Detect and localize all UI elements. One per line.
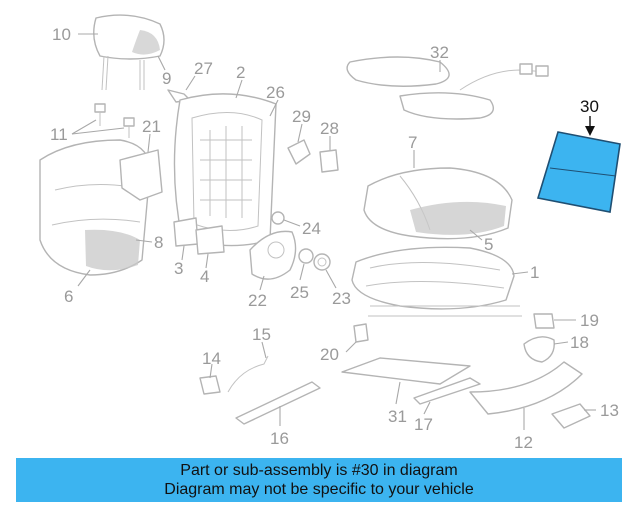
- callout-17: 17: [414, 415, 433, 434]
- callout-1: 1: [530, 263, 539, 282]
- part-knob-23: [313, 253, 331, 271]
- callout-28: 28: [320, 119, 339, 138]
- callout-23: 23: [332, 289, 351, 308]
- callout-13: 13: [600, 401, 619, 420]
- callout-labels: 10 9 27 2 26 32 30 11 21 29 28 7 8 6 3 4…: [50, 25, 619, 452]
- callout-19: 19: [580, 311, 599, 330]
- info-banner: Part or sub-assembly is #30 in diagram D…: [16, 458, 622, 502]
- callout-27: 27: [194, 59, 213, 78]
- callout-18: 18: [570, 333, 589, 352]
- parts-diagram: 10 9 27 2 26 32 30 11 21 29 28 7 8 6 3 4…: [39, 14, 621, 452]
- callout-9: 9: [162, 69, 171, 88]
- callout-25: 25: [290, 283, 309, 302]
- part-clip-20: [353, 323, 369, 343]
- callout-21: 21: [142, 117, 161, 136]
- part-recliner-3: [173, 217, 199, 247]
- callout-15: 15: [252, 325, 271, 344]
- part-motor-18: [523, 336, 555, 363]
- part-headrest-guides: [94, 103, 135, 138]
- banner-line-1: Part or sub-assembly is #30 in diagram: [180, 462, 458, 479]
- callout-24: 24: [302, 219, 321, 238]
- callout-16: 16: [270, 429, 289, 448]
- callout-11: 11: [50, 125, 68, 144]
- part-knob-13: [551, 403, 591, 429]
- callout-2: 2: [236, 63, 245, 82]
- callout-4: 4: [200, 267, 209, 286]
- part-knob-28: [319, 149, 339, 173]
- callout-14: 14: [202, 349, 221, 368]
- callout-22: 22: [248, 291, 267, 310]
- part-rail-17: [413, 377, 481, 405]
- part-recliner-4: [195, 225, 225, 255]
- callout-3: 3: [174, 259, 183, 278]
- callout-31: 31: [388, 407, 407, 426]
- part-seat-frame: [351, 246, 522, 317]
- part-30-highlighted: [536, 131, 621, 213]
- part-cable-15: [227, 355, 269, 393]
- callout-32: 32: [430, 43, 449, 62]
- callout-7: 7: [408, 133, 417, 152]
- callout-26: 26: [266, 83, 285, 102]
- part-headrest: [93, 14, 165, 91]
- part-gear-24: [271, 211, 285, 225]
- callout-8: 8: [154, 233, 163, 252]
- part-switch-19: [533, 313, 555, 329]
- banner-line-2: Diagram may not be specific to your vehi…: [164, 481, 474, 498]
- callout-12: 12: [514, 433, 533, 452]
- part-trim-16: [235, 381, 321, 425]
- part-heating-element-32: [346, 56, 549, 120]
- part-knob-29: [287, 139, 311, 165]
- callout-5: 5: [484, 235, 493, 254]
- callout-30: 30: [580, 97, 599, 116]
- part-seatback-frame: [173, 93, 277, 247]
- part-side-cover-22: [249, 230, 297, 280]
- callout-6: 6: [64, 287, 73, 306]
- part-knob-25: [298, 248, 314, 264]
- part-handle-14: [199, 375, 221, 395]
- part-seat-cushion: [363, 167, 513, 240]
- part-board-31: [341, 357, 471, 385]
- part-bracket-21: [119, 149, 163, 201]
- callout-29: 29: [292, 107, 311, 126]
- arrow-30: [585, 116, 595, 136]
- callout-20: 20: [320, 345, 339, 364]
- callout-10: 10: [52, 25, 71, 44]
- part-side-shield-12: [469, 361, 583, 415]
